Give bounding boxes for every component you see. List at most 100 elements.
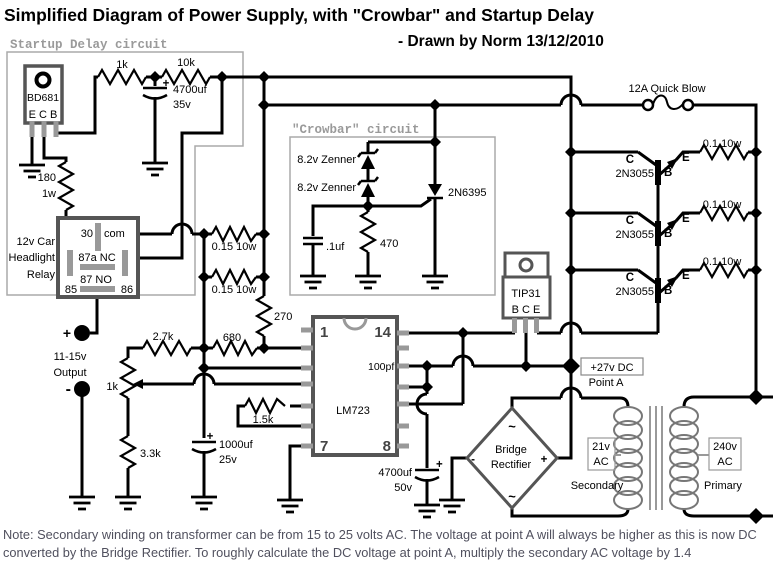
zener1-bar — [357, 148, 379, 158]
cap4700-50-voltage: 50v — [394, 482, 412, 494]
q1-r-label: 0.1 10w — [703, 138, 742, 150]
resistor-0-1-a — [699, 142, 749, 162]
output-minus-terminal — [74, 381, 90, 397]
pot1k-label: 1k — [106, 381, 118, 393]
relay-box — [56, 216, 140, 299]
cap-4700uf-50v — [414, 468, 440, 482]
note-line-1: Note: Secondary winding on transformer c… — [3, 527, 757, 542]
point-a-label: Point A — [589, 377, 625, 389]
q1-name-label: 2N3055 — [615, 168, 654, 180]
cap1000-label: 1000uf — [219, 439, 254, 451]
relay-pin-com: com — [104, 228, 125, 240]
cap01uf-label: .1uf — [326, 241, 345, 253]
startup-delay-box — [6, 51, 244, 296]
r680-label: 680 — [223, 332, 241, 344]
zener2-label: 8.2v Zenner — [297, 182, 356, 194]
bd681-label: BD681 — [27, 92, 59, 104]
q2-name-label: 2N3055 — [615, 229, 654, 241]
resistor-180 — [56, 161, 76, 211]
bridge-plus: + — [541, 454, 548, 466]
q1-base-bar — [655, 160, 661, 185]
bridge-ac-bottom: ~ — [508, 489, 516, 504]
resistor-270 — [254, 295, 274, 337]
lm723-label: LM723 — [336, 405, 370, 417]
r3k3-label: 3.3k — [140, 448, 161, 460]
dc-label-box — [580, 357, 644, 376]
cap-0-1uf — [303, 236, 323, 246]
transformer — [587, 406, 742, 510]
output-plus-label: + — [63, 325, 71, 341]
bd681-transistor — [23, 64, 64, 137]
r10k-label: 10k — [177, 57, 195, 69]
tip31-label: TIP31 — [511, 288, 540, 300]
share-r1-label: 0.15 10w — [212, 241, 257, 253]
resistor-680 — [212, 338, 258, 358]
r1k-label: 1k — [116, 59, 128, 71]
output-plus-terminal — [74, 325, 90, 341]
resistor-0-15-a — [211, 224, 257, 244]
resistor-3k3 — [118, 435, 138, 469]
relay-name-3: Relay — [27, 269, 56, 281]
q2-c-label: C — [626, 215, 634, 227]
secondary-ac: AC — [593, 456, 608, 468]
q3-c-label: C — [626, 272, 634, 284]
region-boxes — [6, 51, 496, 296]
semiconductors — [133, 148, 678, 389]
startup-box-label: Startup Delay circuit — [10, 38, 168, 52]
resistor-0-1-c — [699, 260, 749, 280]
relay-pin87a: 87a NC — [78, 252, 115, 264]
q2-base-bar — [655, 221, 661, 246]
cap-1000uf-25v — [191, 440, 217, 454]
output-range-label: 11-15v — [54, 351, 87, 363]
cap1000-plus: + — [207, 431, 214, 443]
q1-b-label: B — [664, 167, 672, 179]
primary-label: Primary — [704, 480, 742, 492]
r1k5-label: 1.5k — [253, 414, 274, 426]
q1-e-label: E — [682, 152, 690, 164]
share-r2-label: 0.15 10w — [212, 284, 257, 296]
lm723-pin7: 7 — [320, 438, 328, 455]
lm723-pin8: 8 — [383, 438, 391, 455]
bridge-ac-top: ~ — [508, 419, 516, 434]
diagram-title: Simplified Diagram of Power Supply, with… — [4, 5, 594, 25]
primary-voltage: 240v — [713, 441, 737, 453]
fuse-label: 12A Quick Blow — [628, 83, 705, 95]
packages — [23, 64, 742, 511]
r470-label: 470 — [380, 238, 398, 250]
bridge-minus: - — [471, 454, 475, 466]
pot-1k — [118, 357, 138, 399]
lm723-pin1: 1 — [320, 324, 328, 341]
q2-e-label: E — [682, 213, 690, 225]
resistor-10k — [161, 67, 211, 87]
resistor-0-15-b — [211, 267, 257, 287]
cap100pf-label: 100pf — [368, 361, 394, 373]
q3-emitter-arrow — [667, 276, 678, 287]
resistor-470 — [358, 211, 378, 253]
q3-e-label: E — [682, 270, 690, 282]
relay-name-1: 12v Car — [16, 236, 55, 248]
ground-symbols — [19, 161, 465, 519]
crowbar-box — [289, 136, 496, 296]
r2k7-label: 2.7k — [153, 331, 174, 343]
capacitors — [142, 86, 440, 482]
note-line-2: converted by the Bridge Rectifier. To ro… — [3, 545, 691, 560]
q2-emitter-arrow — [667, 219, 678, 230]
cap-4700uf-35v — [142, 86, 168, 100]
relay-name-2: Headlight — [9, 252, 55, 264]
labels: Simplified Diagram of Power Supply, with… — [3, 5, 757, 560]
fuse-symbol — [641, 94, 695, 112]
tip31-pins-label: B C E — [512, 304, 541, 316]
resistor-1k5 — [244, 396, 286, 416]
q1-c-label: C — [626, 154, 634, 166]
bridge-label-2: Rectifier — [491, 459, 532, 471]
relay-pin87: 87 NO — [80, 274, 112, 286]
bridge-label-1: Bridge — [495, 444, 527, 456]
q3-name-label: 2N3055 — [615, 286, 654, 298]
cap35-plus: + — [163, 78, 170, 90]
cap35-voltage: 35v — [173, 99, 191, 111]
lm723-pin14: 14 — [374, 324, 391, 341]
cap35-value: 4700uf — [173, 84, 208, 96]
scr-label: 2N6395 — [448, 187, 487, 199]
bd681-pins-label: E C B — [29, 109, 58, 121]
dc-point-label: +27v DC — [590, 362, 633, 374]
